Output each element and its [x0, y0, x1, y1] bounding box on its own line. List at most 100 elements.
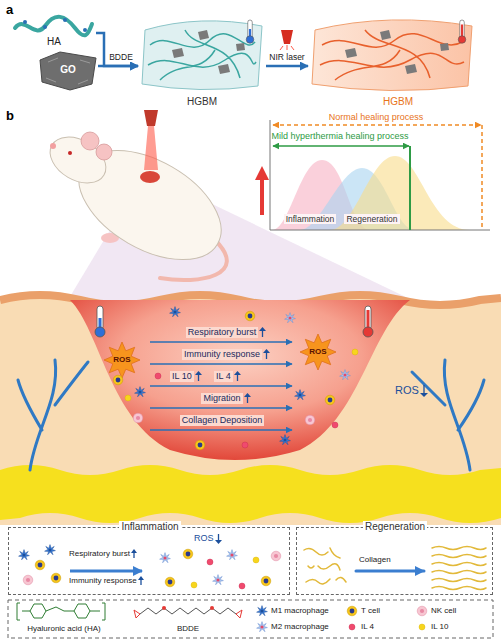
arrow-shaft: [423, 385, 424, 394]
ros-burst: [104, 342, 140, 378]
inflammation-illustration: [45, 545, 56, 555]
wound-cells: [332, 422, 338, 428]
inflammation-illustration: [253, 557, 259, 563]
arrow-shaft: [262, 330, 263, 337]
wound-cells: [325, 395, 335, 405]
thermometer-cold: [95, 306, 105, 337]
wound-cells: [195, 440, 205, 450]
ros-burst: [300, 334, 336, 370]
collagen-illustration: [432, 563, 486, 566]
healing-chart: [481, 125, 483, 230]
up-arrow-icon: [263, 349, 270, 360]
rat-illustration: [42, 128, 114, 193]
inflammation-illustration: [23, 575, 33, 585]
flow-arrow: [96, 33, 138, 66]
inflammation-illustration: [165, 577, 175, 587]
effect-label: Immunity response: [182, 349, 262, 360]
panel-heading: Inflammation: [119, 521, 180, 533]
inflammation-illustration: [70, 570, 142, 573]
collagen-illustration: [432, 579, 486, 582]
process-arrow: [150, 363, 292, 365]
inflammation-illustration: [19, 545, 281, 589]
legend-text: M2 macrophage: [271, 622, 329, 632]
inflammation-illustration: [261, 576, 271, 586]
effect-label: Collagen: [359, 555, 391, 565]
heated-hydrogel-sheet: [345, 48, 357, 58]
process-arrow: [150, 407, 292, 409]
arrow-shaft: [217, 534, 218, 541]
timeline-label: Mild hyperthermia healing process: [271, 131, 408, 142]
edge-label: BDDE: [107, 52, 135, 62]
legend-samples: [419, 624, 425, 630]
component-label: HA: [47, 36, 61, 48]
wound-cells: [133, 413, 143, 423]
cytokine-label: IL 10: [170, 371, 194, 382]
ha-strand: [83, 28, 87, 32]
inflammation-illustration: [239, 583, 245, 589]
hydrogel-box: HGBM: [138, 12, 266, 108]
edge-label: NIR laser: [267, 52, 306, 62]
down-arrow-icon: [215, 533, 222, 544]
arrow-shaft: [237, 374, 238, 381]
legend-samples: [257, 606, 427, 632]
thermometer-cold: [95, 327, 105, 337]
panel-heading: Regeneration: [363, 521, 427, 533]
thermometer-hot: [365, 306, 371, 330]
process-arrow: [150, 341, 292, 343]
up-arrow-icon: [131, 549, 137, 559]
ha-strand: [15, 17, 92, 36]
laser-pointer: [280, 45, 294, 50]
skin-section: [0, 295, 501, 525]
arrow-head: [420, 393, 428, 397]
skin-section: [0, 295, 501, 525]
heated-hydrogel-sheet: [320, 30, 464, 80]
inflammation-illustration: [19, 550, 30, 560]
effect-label: Collagen Deposition: [180, 415, 265, 426]
collagen-illustration: [304, 547, 486, 590]
blood-vessel: [55, 362, 88, 405]
legend-samples: [257, 606, 268, 616]
flow-arrow: [266, 65, 308, 68]
bdde-structure: [162, 606, 166, 610]
hydrogel-sheet: [142, 20, 262, 90]
rat-illustration: [140, 171, 160, 183]
ha-structure: [22, 607, 100, 611]
collagen-illustration: [432, 555, 486, 558]
ha-structure: [30, 604, 46, 618]
heated-hydrogel-sheet: [458, 36, 466, 44]
inflammation-illustration: [35, 560, 45, 570]
phase-label: Regeneration: [344, 214, 399, 224]
hydrogel-sheet: [248, 20, 253, 38]
heated-hydrogel-sheet: [460, 20, 465, 38]
effect-label: ROS: [194, 533, 214, 544]
ha-strand: [43, 25, 47, 29]
arrow-head: [195, 371, 202, 375]
ros-label: ROS: [309, 347, 326, 357]
down-arrow-icon: [420, 384, 428, 397]
arrow-head: [215, 540, 222, 544]
arrow-head: [131, 549, 137, 553]
inflammation-illustration: [191, 582, 197, 588]
inflammation-illustration: [160, 553, 171, 563]
ros-label: ROS: [395, 384, 419, 397]
wound-cells: [245, 311, 255, 321]
legend-samples: [349, 624, 355, 630]
rat-illustration: [144, 110, 158, 126]
hydrogel-sheet: [172, 48, 184, 58]
hydrogel-sheet: [142, 21, 262, 90]
healing-chart: [260, 178, 264, 215]
healing-chart: [409, 146, 411, 230]
healing-chart: [330, 156, 470, 230]
legend-samples: [417, 606, 427, 616]
collagen-illustration: [432, 587, 486, 590]
wound-cells: [113, 375, 123, 385]
material-label: HGBM: [187, 96, 217, 108]
blood-vessel: [18, 380, 42, 430]
collagen-illustration: [304, 548, 328, 555]
inflammation-illustration: [271, 551, 281, 561]
collagen-illustration: [336, 577, 346, 582]
effect-label: Migration: [201, 393, 242, 404]
hydrogel-sheet: [148, 30, 256, 80]
